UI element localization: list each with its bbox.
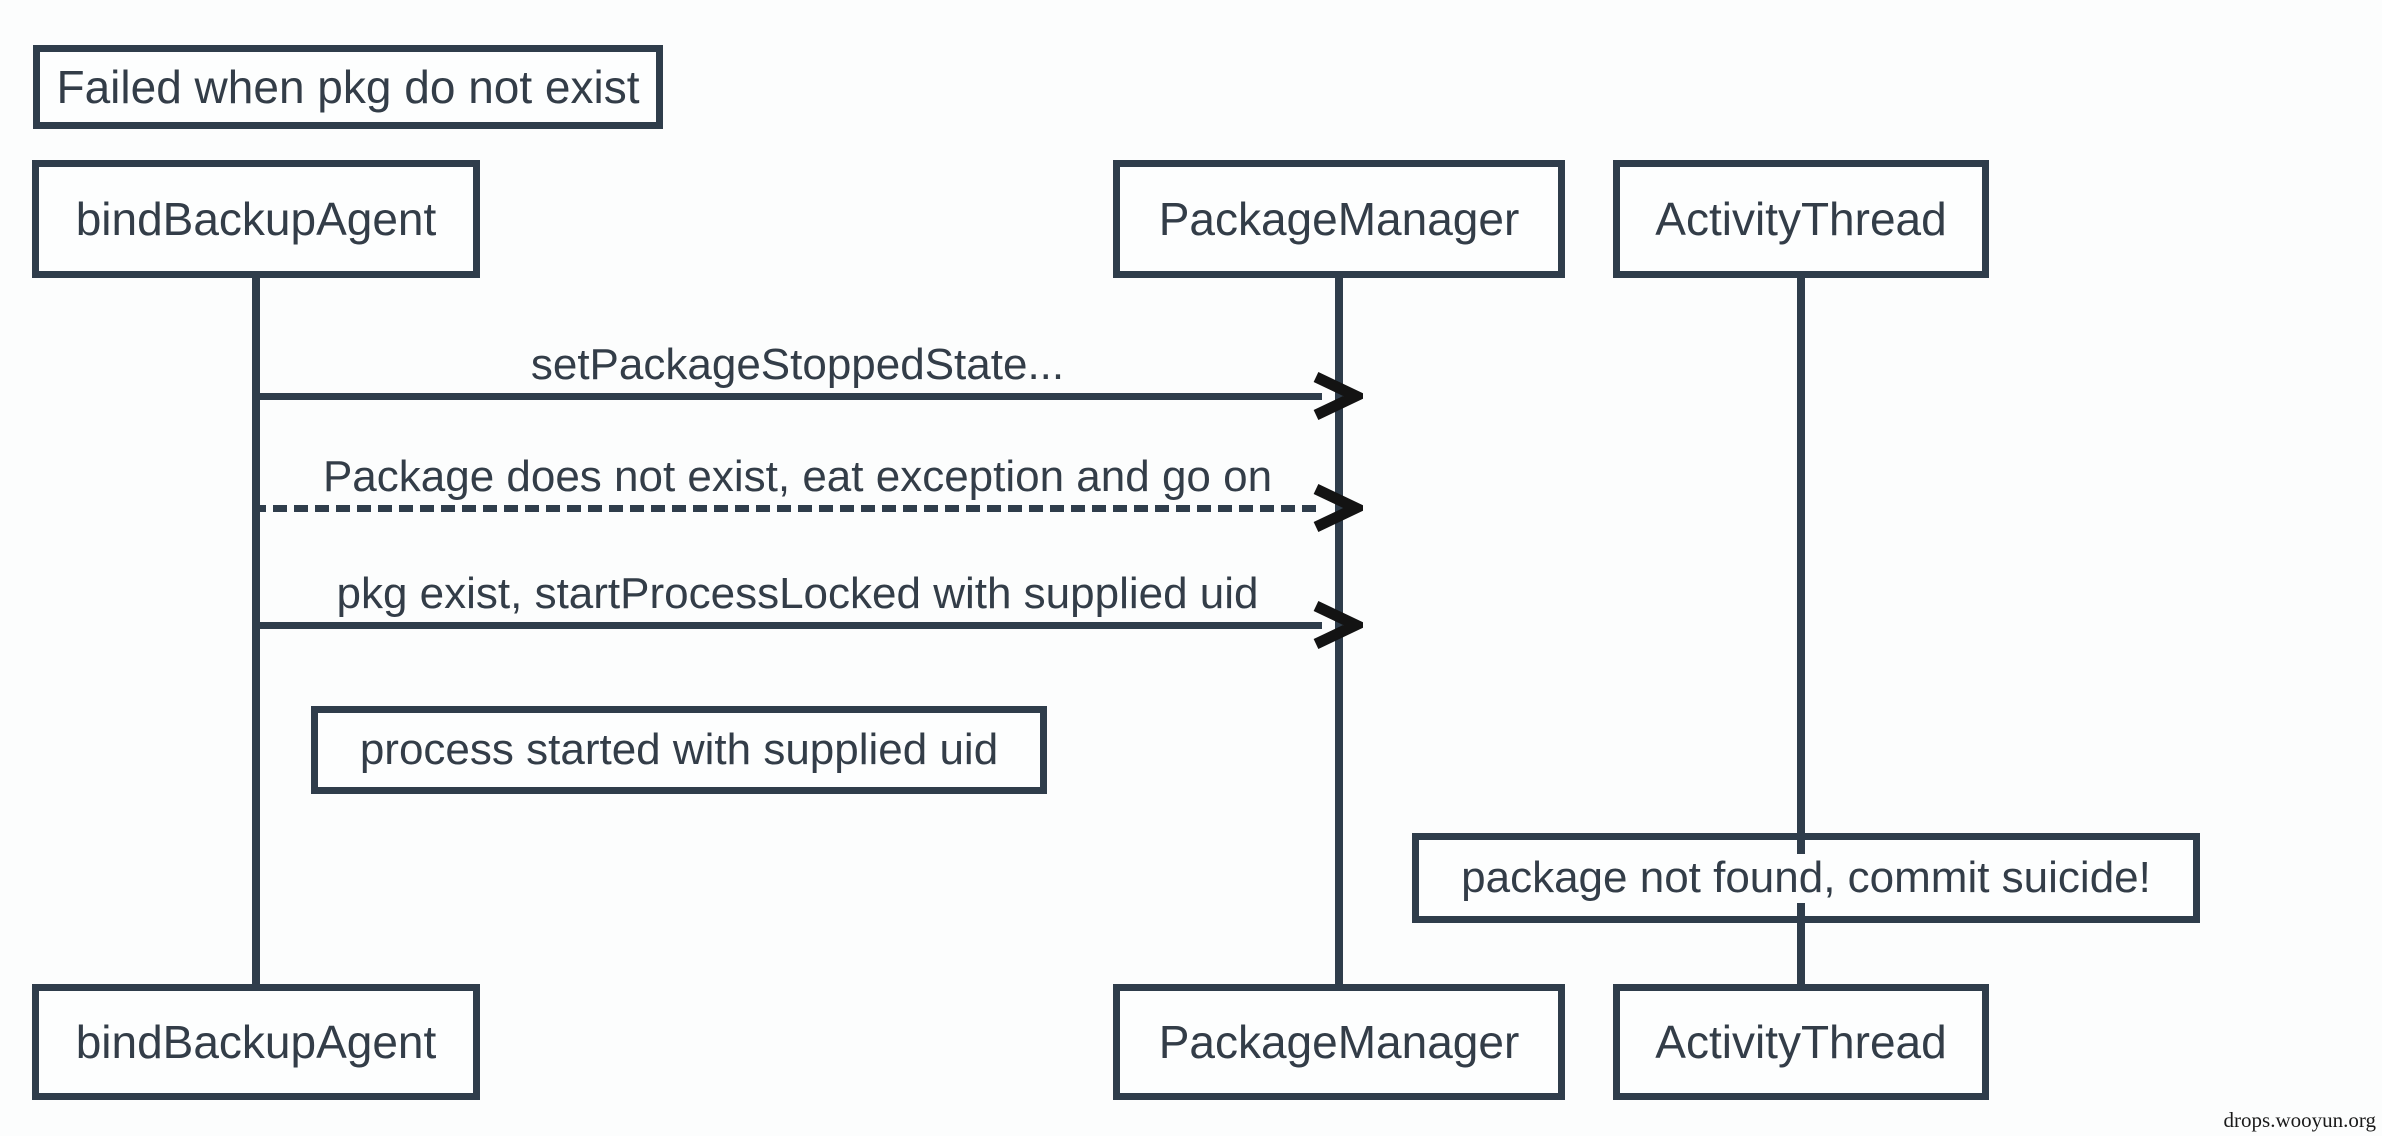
- actor-label: bindBackupAgent: [75, 193, 437, 245]
- watermark: drops.wooyun.org: [2223, 1108, 2376, 1132]
- actor-label: PackageManager: [1158, 1016, 1520, 1068]
- message-line-1: [252, 393, 1322, 400]
- actor-bottom-bindbackupagent: bindBackupAgent: [32, 984, 480, 1100]
- actor-bottom-packagemanager: PackageManager: [1113, 984, 1565, 1100]
- message-label-pkg-exist-startprocesslocked: pkg exist, startProcessLocked with suppl…: [336, 569, 1259, 618]
- note-label: package not found, commit suicide!: [1461, 853, 2151, 902]
- lifeline-bindbackupagent: [252, 278, 260, 986]
- actor-top-activitythread: ActivityThread: [1613, 160, 1989, 278]
- actor-top-bindbackupagent: bindBackupAgent: [32, 160, 480, 278]
- actor-label: bindBackupAgent: [75, 1016, 437, 1068]
- actor-bottom-activitythread: ActivityThread: [1613, 984, 1989, 1100]
- note-label: process started with supplied uid: [359, 725, 999, 774]
- actor-label: ActivityThread: [1655, 193, 1947, 245]
- message-label-package-does-not-exist: Package does not exist, eat exception an…: [322, 452, 1273, 501]
- diagram-title-box: Failed when pkg do not exist: [33, 45, 663, 129]
- arrowhead-icon: [1313, 601, 1363, 649]
- arrowhead-icon: [1313, 484, 1363, 532]
- lifeline-activitythread: [1797, 278, 1805, 986]
- actor-label: PackageManager: [1158, 193, 1520, 245]
- message-label-setpackagestoppedstate: setPackageStoppedState...: [530, 340, 1065, 389]
- lifeline-stub: [1797, 840, 1805, 854]
- actor-label: ActivityThread: [1655, 1016, 1947, 1068]
- note-package-not-found: package not found, commit suicide!: [1412, 833, 2200, 923]
- lifeline-stub: [1797, 903, 1805, 916]
- message-line-3: [252, 622, 1322, 629]
- actor-top-packagemanager: PackageManager: [1113, 160, 1565, 278]
- diagram-title: Failed when pkg do not exist: [56, 61, 640, 113]
- message-line-2: [252, 505, 1322, 512]
- arrowhead-icon: [1313, 372, 1363, 420]
- note-process-started: process started with supplied uid: [311, 706, 1047, 794]
